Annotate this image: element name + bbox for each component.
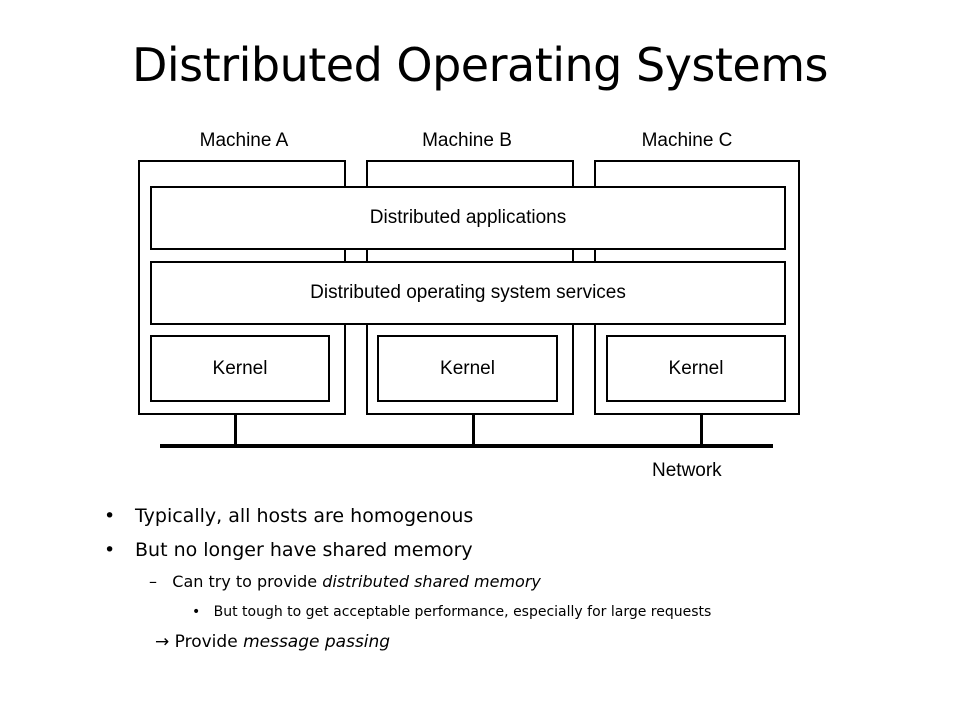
distributed-os-services-label: Distributed operating system services xyxy=(310,282,626,303)
conclusion-item: → Provide message passing xyxy=(155,632,390,652)
distributed-applications-label: Distributed applications xyxy=(369,207,567,228)
machine-c-label: Machine C xyxy=(641,130,733,151)
network-label: Network xyxy=(652,460,722,481)
conclusion-emphasis: message passing xyxy=(243,632,391,652)
sub-sub-bullet-text: But tough to get acceptable performance,… xyxy=(213,604,712,620)
bullet-marker: • xyxy=(104,539,116,561)
machine-b-label: Machine B xyxy=(422,130,512,151)
machine-a-label: Machine A xyxy=(199,130,289,151)
sub-sub-bullet-marker: • xyxy=(192,604,201,620)
distributed-applications-layer: Distributed applications xyxy=(150,186,786,250)
kernel-b-box: Kernel xyxy=(377,335,558,402)
network-drop-a xyxy=(234,414,237,447)
conclusion-text: Provide xyxy=(174,632,244,652)
bullet-marker: • xyxy=(104,505,116,527)
kernel-a-box: Kernel xyxy=(150,335,330,402)
distributed-os-services-layer: Distributed operating system services xyxy=(150,261,786,325)
kernel-c-label: Kernel xyxy=(668,357,724,379)
sub-bullet-item: – Can try to provide distributed shared … xyxy=(149,572,541,591)
bullet-text: Typically, all hosts are homogenous xyxy=(135,505,474,527)
sub-bullet-emphasis: distributed shared memory xyxy=(322,572,541,591)
slide-title: Distributed Operating Systems xyxy=(131,38,829,92)
arrow-icon: → xyxy=(155,632,170,652)
network-drop-c xyxy=(700,414,703,447)
kernel-a-label: Kernel xyxy=(212,357,268,379)
network-bus xyxy=(160,444,773,448)
sub-bullet-text: Can try to provide xyxy=(172,572,323,591)
network-drop-b xyxy=(472,414,475,447)
kernel-b-label: Kernel xyxy=(440,357,495,379)
sub-sub-bullet-item: • But tough to get acceptable performanc… xyxy=(192,604,711,620)
sub-bullet-marker: – xyxy=(149,572,157,591)
kernel-c-box: Kernel xyxy=(606,335,786,402)
bullet-text: But no longer have shared memory xyxy=(135,539,473,561)
